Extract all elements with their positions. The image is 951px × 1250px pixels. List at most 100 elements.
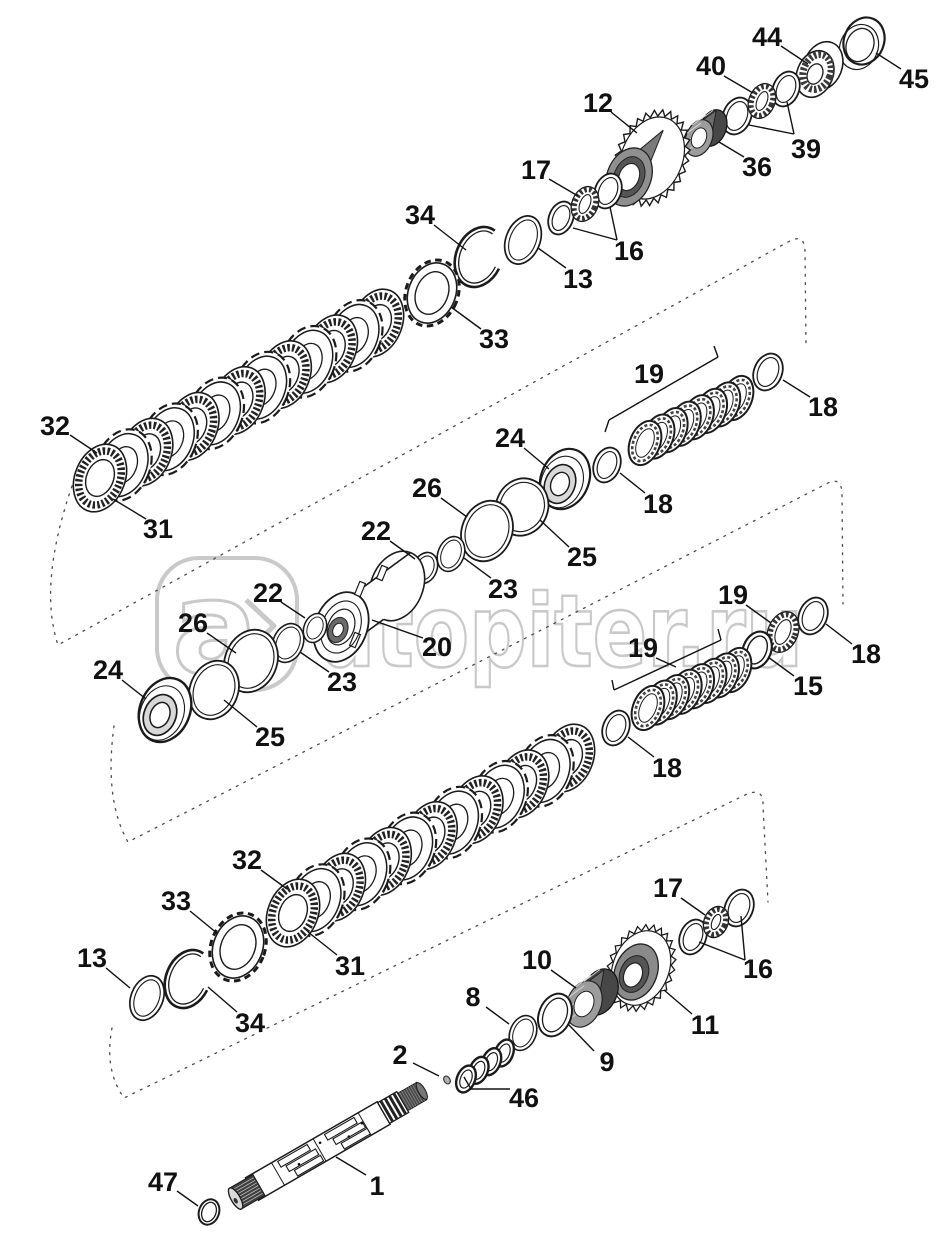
callout-17-37: 17 [653, 873, 706, 916]
callout-33-10: 33 [450, 306, 509, 354]
callout-label: 22 [253, 578, 283, 608]
callout-13-8: 13 [537, 247, 593, 294]
leader-line [572, 227, 618, 241]
callout-1-45: 1 [335, 1156, 385, 1201]
callout-24-25: 24 [93, 655, 147, 700]
part-18-ring [601, 709, 631, 747]
callout-12-5: 12 [583, 88, 638, 134]
part-23-ring-upper [436, 535, 466, 573]
leader-line [767, 656, 795, 677]
callout-13-36: 13 [77, 943, 131, 989]
callout-8-41: 8 [465, 982, 510, 1025]
callout-label: 44 [752, 22, 782, 52]
leader-line [663, 989, 693, 1015]
leader-line [825, 623, 853, 645]
group-boundaries [49, 238, 844, 1099]
leader-line [723, 75, 754, 94]
leader-line [655, 657, 677, 668]
callout-label: 17 [521, 155, 551, 185]
callout-label: 24 [495, 423, 525, 453]
callout-20-21: 20 [371, 619, 452, 662]
part-24-bearing-upper [538, 447, 592, 511]
leader-line [371, 619, 424, 639]
callout-46-43: 46 [463, 1076, 539, 1113]
callout-19-13: 19 [604, 345, 719, 433]
part-19-spring-pack-lower [630, 646, 753, 732]
callout-18-30: 18 [825, 623, 881, 669]
callout-label: 16 [743, 954, 773, 984]
callout-19-27: 19 [718, 580, 772, 624]
callout-label: 34 [405, 200, 435, 230]
leader-line [748, 124, 795, 135]
leader-line [780, 45, 809, 65]
part-18-ring [592, 446, 622, 484]
part-34-snap-ring-top [453, 225, 505, 289]
callout-16-7: 16 [572, 206, 644, 266]
callout-32-32: 32 [232, 845, 288, 890]
callout-31-33: 31 [307, 931, 365, 981]
callout-label: 10 [522, 945, 552, 975]
part-10-needle-bearing [565, 968, 619, 1028]
leader-line [189, 910, 219, 935]
callout-label: 46 [509, 1083, 539, 1113]
part-11-gear [605, 923, 677, 1013]
leader-line [450, 306, 482, 330]
callout-label: 39 [791, 134, 821, 164]
callout-label: 18 [643, 489, 673, 519]
callout-label: 22 [361, 516, 391, 546]
callout-24-16: 24 [495, 423, 550, 470]
leader-line [260, 869, 288, 890]
part-44-tapered-bearing [795, 40, 844, 99]
callout-label: 13 [77, 943, 107, 973]
callout-19-28: 19 [611, 628, 722, 691]
callout-26-18: 26 [412, 473, 468, 518]
callout-23-24: 23 [299, 651, 357, 697]
callout-33-34: 33 [161, 886, 219, 935]
part-9-ring [537, 992, 573, 1038]
leader-line [717, 628, 722, 641]
leader-line [613, 639, 722, 691]
leader-line [207, 986, 238, 1013]
callout-label: 8 [465, 982, 480, 1012]
callout-25-17: 25 [539, 519, 597, 572]
callout-31-12: 31 [112, 498, 173, 544]
leader-line [619, 472, 646, 494]
leader-line [608, 356, 719, 421]
callout-25-26: 25 [223, 699, 285, 752]
callout-22-20: 22 [361, 516, 416, 560]
callout-9-42: 9 [567, 1023, 615, 1077]
callout-label: 16 [614, 236, 644, 266]
part-13-ring-top [503, 215, 543, 265]
part-40-toothed-washer [747, 82, 777, 120]
callout-18-15: 18 [619, 472, 673, 519]
part-12-gear [605, 108, 692, 208]
callout-label: 33 [479, 324, 509, 354]
callout-label: 32 [40, 411, 70, 441]
callout-2-44: 2 [392, 1040, 440, 1077]
leader-line [485, 1006, 510, 1025]
callout-label: 2 [392, 1040, 407, 1070]
leader-line [567, 1023, 595, 1052]
callout-label: 11 [691, 1010, 720, 1040]
leader-line [745, 604, 772, 624]
callout-label: 25 [255, 722, 285, 752]
part-45-bearing-race [838, 16, 886, 71]
leader-line [280, 601, 306, 619]
part-22-ring-lower [302, 612, 328, 644]
leader-line [69, 434, 98, 454]
leader-line [223, 699, 258, 728]
leader-line [548, 178, 579, 197]
leader-line [604, 419, 610, 433]
leader-line [609, 206, 618, 241]
callout-16-38: 16 [698, 915, 773, 984]
leader-line [105, 967, 131, 989]
callout-label: 18 [808, 392, 838, 422]
callout-40-2: 40 [696, 51, 754, 94]
leader-line [412, 1062, 440, 1077]
callout-label: 12 [583, 88, 613, 118]
callout-32-11: 32 [40, 411, 98, 454]
callout-11-40: 11 [663, 989, 720, 1040]
callout-label: 34 [235, 1008, 265, 1038]
callout-label: 33 [161, 886, 191, 916]
